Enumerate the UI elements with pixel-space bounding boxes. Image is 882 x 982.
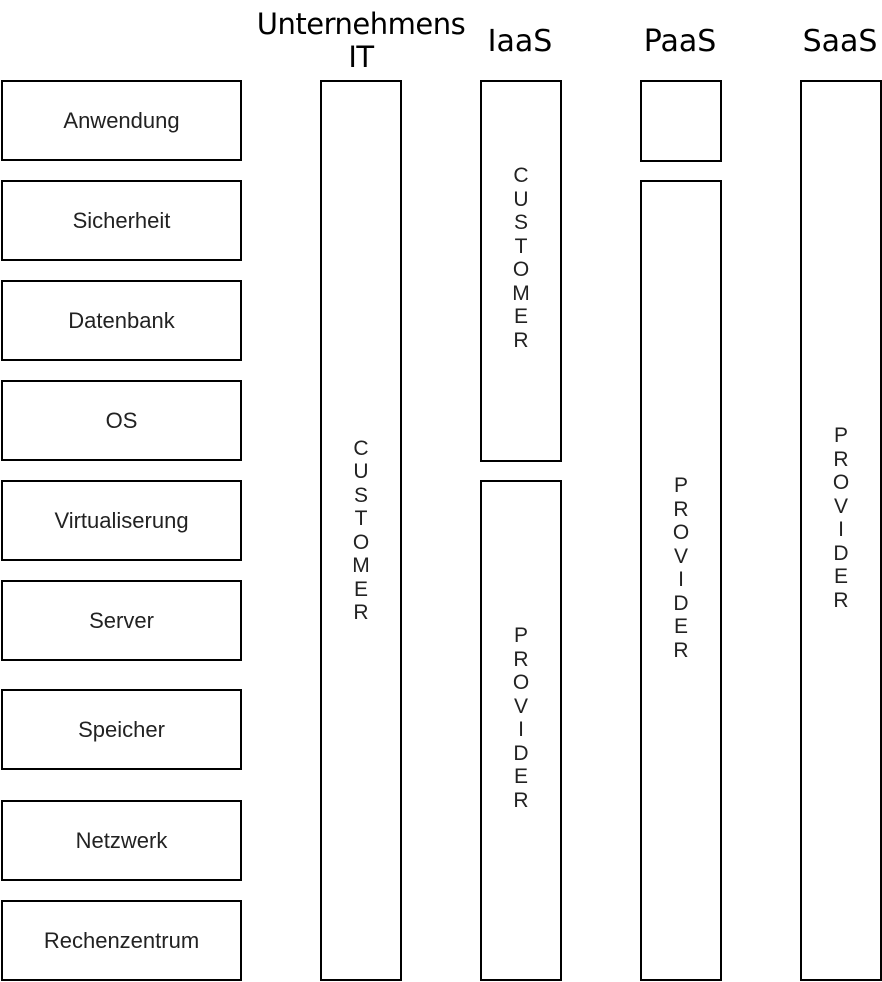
vertical-letter: C	[353, 436, 369, 460]
header-paas: PaaS	[643, 24, 717, 59]
vertical-letter: E	[513, 765, 528, 788]
vertical-letter: R	[513, 328, 529, 352]
vertical-letter: V	[833, 494, 848, 518]
vertical-letter: D	[833, 541, 849, 565]
vertical-letter: U	[513, 187, 529, 211]
layer-os: OS	[1, 380, 242, 461]
layer-anwendung: Anwendung	[1, 80, 242, 161]
vertical-letter: R	[673, 497, 689, 521]
vertical-letter: O	[512, 258, 530, 281]
vertical-letter: I	[838, 518, 844, 541]
vertical-letter: P	[513, 624, 528, 647]
layer-speicher: Speicher	[1, 689, 242, 770]
vertical-letter: R	[833, 447, 849, 471]
header-enterprise-it: Unternehmens IT	[256, 7, 466, 74]
header-iaas: IaaS	[487, 24, 553, 59]
layer-sicherheit: Sicherheit	[1, 180, 242, 261]
vertical-letter: R	[513, 788, 529, 812]
vertical-letter: R	[353, 601, 369, 624]
vertical-letter: S	[513, 211, 528, 234]
vertical-letter: R	[673, 638, 689, 662]
vertical-letter: M	[352, 554, 370, 577]
vertical-letter: O	[832, 471, 850, 494]
vertical-letter: R	[513, 647, 529, 671]
vertical-letter: O	[352, 530, 370, 554]
layer-rechenzentrum: Rechenzentrum	[1, 900, 242, 981]
vertical-letter: E	[513, 305, 528, 328]
vertical-letter: T	[514, 234, 528, 258]
header-saas: SaaS	[802, 24, 878, 59]
vertical-letter: O	[672, 521, 690, 544]
layer-netzwerk: Netzwerk	[1, 800, 242, 881]
vertical-letter: E	[833, 565, 848, 588]
vertical-letter: D	[513, 741, 529, 765]
vertical-letter: I	[518, 718, 524, 741]
vertical-letter: T	[354, 507, 368, 530]
vertical-letter: V	[673, 544, 688, 568]
vertical-letter: U	[353, 460, 369, 483]
vertical-letter: C	[513, 164, 529, 187]
vertical-letter: P	[673, 474, 688, 497]
vertical-letter: M	[512, 281, 530, 305]
vertical-letter: V	[513, 694, 528, 718]
layer-server: Server	[1, 580, 242, 661]
vertical-letter: O	[512, 671, 530, 694]
vertical-letter: S	[353, 483, 368, 507]
vertical-letter: E	[353, 577, 368, 601]
vertical-letter: E	[673, 615, 688, 638]
vertical-letter: D	[673, 591, 689, 615]
layer-virtualisierung: Virtualiserung	[1, 480, 242, 561]
paas-customer-block	[640, 80, 722, 162]
layer-datenbank: Datenbank	[1, 280, 242, 361]
vertical-letter: R	[833, 588, 849, 612]
vertical-letter: I	[678, 568, 684, 591]
vertical-letter: P	[833, 424, 848, 447]
